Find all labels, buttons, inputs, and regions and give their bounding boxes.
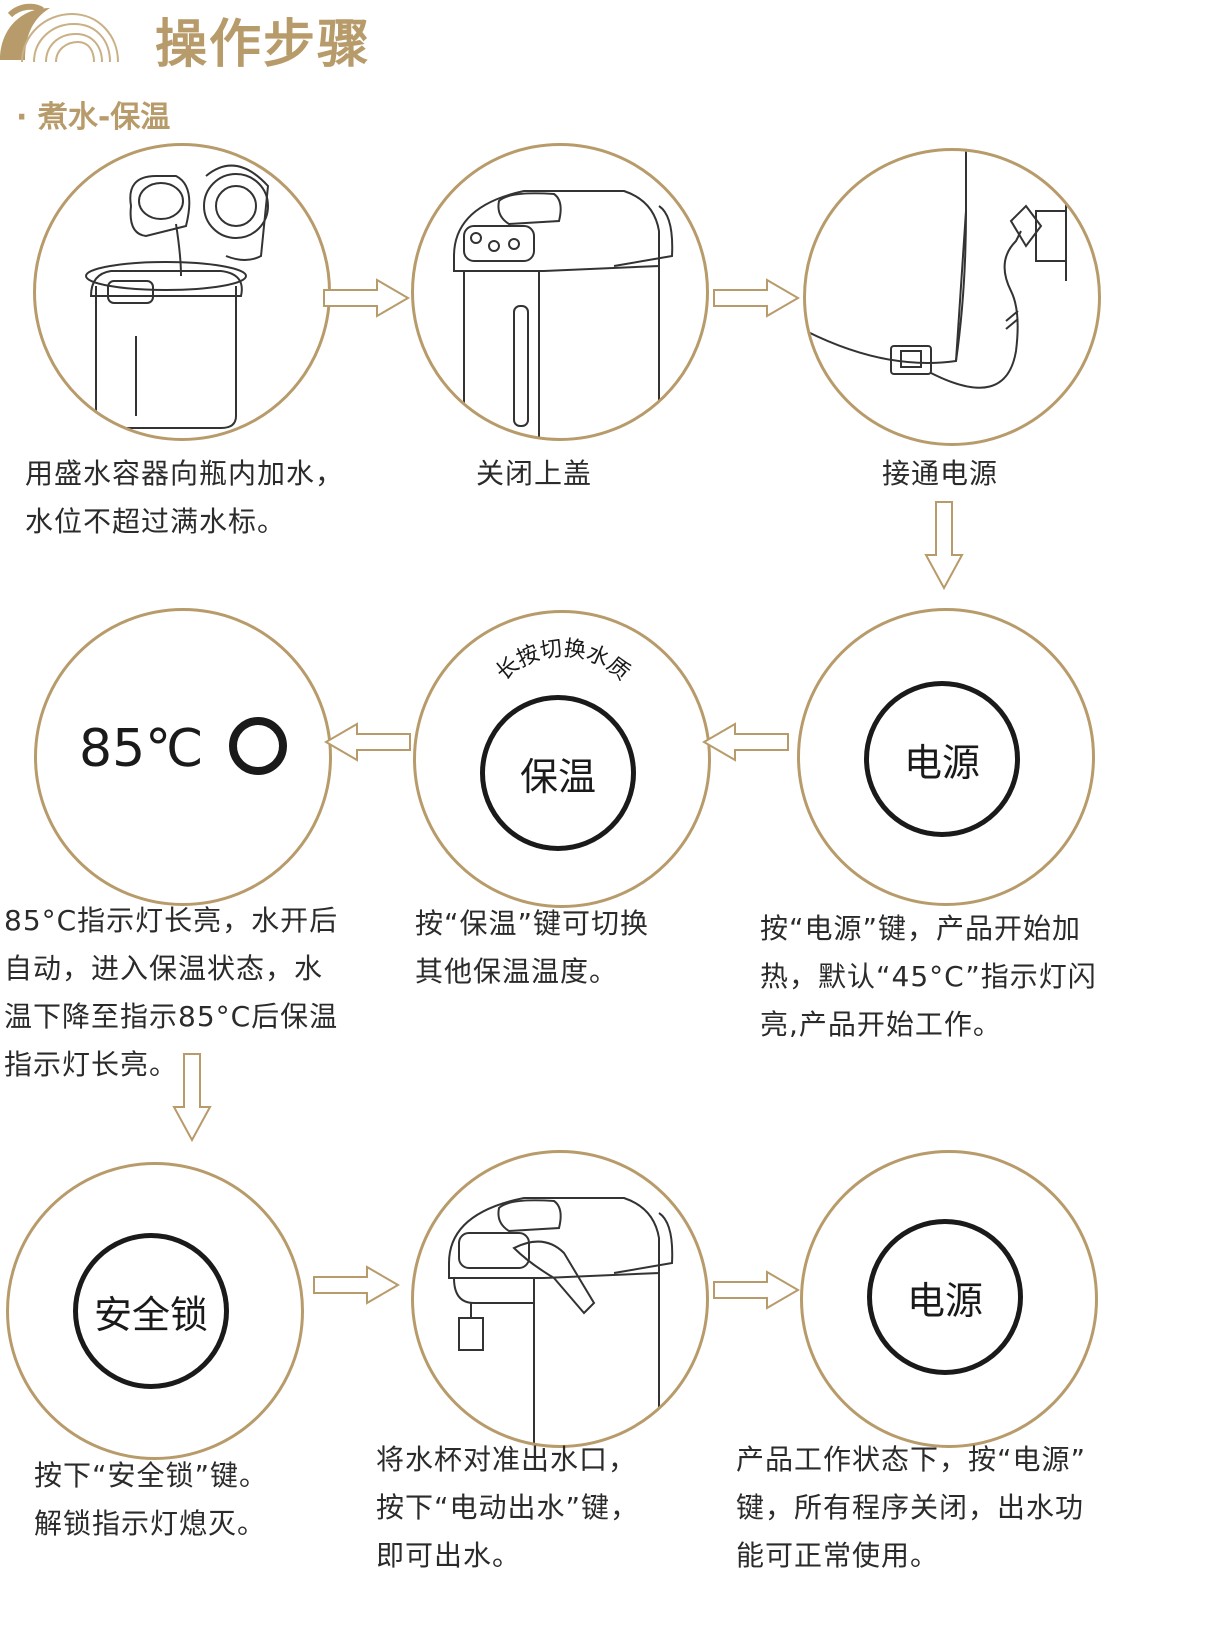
pot-filling-icon bbox=[85, 164, 270, 429]
step-8-caption: 将水杯对准出水口， 按下“电动出水”键， 即可出水。 bbox=[376, 1436, 639, 1580]
caption-line: 85°C指示灯长亮，水开后 bbox=[4, 904, 339, 937]
power-plug-icon bbox=[806, 151, 1067, 389]
caption-line: 按下“安全锁”键。 bbox=[34, 1459, 269, 1492]
brand-logo-icon bbox=[0, 3, 119, 63]
power-button[interactable]: 电源 bbox=[864, 681, 1020, 837]
indicator-light-icon bbox=[229, 717, 287, 775]
caption-line: 按下“电动出水”键， bbox=[376, 1491, 640, 1524]
caption-line: 产品工作状态下，按“电源” bbox=[736, 1443, 1087, 1476]
caption-line: 用盛水容器向瓶内加水， bbox=[25, 457, 345, 490]
caption-line: 按“电源”键，产品开始加 bbox=[760, 912, 1082, 945]
caption-line: 能可正常使用。 bbox=[736, 1539, 940, 1572]
step-8-illustration bbox=[411, 1150, 709, 1448]
pot-dispense-icon bbox=[448, 1197, 674, 1445]
arrow-right-icon bbox=[713, 278, 800, 318]
temperature-label: 85℃ bbox=[79, 719, 204, 779]
step-4-caption: 按“电源”键，产品开始加 热，默认“45°C”指示灯闪 亮,产品开始工作。 bbox=[760, 905, 1097, 1049]
arc-label: 长按切换水质 bbox=[492, 636, 635, 685]
step-6-illustration: 85℃ bbox=[34, 608, 332, 906]
step-5-caption: 按“保温”键可切换 其他保温温度。 bbox=[415, 900, 649, 996]
step-9-caption: 产品工作状态下，按“电源” 键，所有程序关闭，出水功 能可正常使用。 bbox=[736, 1436, 1086, 1580]
step-1-caption: 用盛水容器向瓶内加水， 水位不超过满水标。 bbox=[25, 450, 344, 546]
step-7-caption: 按下“安全锁”键。 解锁指示灯熄灭。 bbox=[34, 1452, 268, 1548]
safety-lock-button[interactable]: 安全锁 bbox=[73, 1233, 229, 1389]
section-subtitle: · 煮水-保温 bbox=[16, 100, 171, 135]
arc-text: 长按切换水质 bbox=[492, 636, 635, 685]
arrow-down-icon bbox=[924, 501, 964, 591]
caption-line: 自动，进入保温状态，水 bbox=[4, 952, 324, 985]
pot-closed-icon bbox=[453, 190, 674, 438]
arrow-down-icon bbox=[172, 1053, 212, 1143]
caption-line: 其他保温温度。 bbox=[415, 955, 619, 988]
page-title: 操作步骤 bbox=[155, 15, 372, 75]
caption-line: 热，默认“45°C”指示灯闪 bbox=[760, 960, 1097, 993]
caption-line: 亮,产品开始工作。 bbox=[760, 1008, 1002, 1041]
keep-warm-button[interactable]: 保温 bbox=[480, 695, 636, 851]
step-3-illustration bbox=[803, 148, 1101, 446]
arrow-right-icon bbox=[713, 1270, 800, 1310]
caption-line: 关闭上盖 bbox=[476, 457, 593, 490]
arrow-right-icon bbox=[323, 278, 410, 318]
caption-line: 键，所有程序关闭，出水功 bbox=[736, 1491, 1085, 1524]
step-2-caption: 关闭上盖 bbox=[476, 450, 592, 498]
caption-line: 解锁指示灯熄灭。 bbox=[34, 1507, 267, 1540]
caption-line: 指示灯长亮。 bbox=[4, 1048, 179, 1081]
step-9-illustration: 电源 bbox=[800, 1150, 1098, 1448]
caption-line: 即可出水。 bbox=[376, 1539, 522, 1572]
step-3-caption: 接通电源 bbox=[882, 450, 998, 498]
power-button[interactable]: 电源 bbox=[867, 1219, 1023, 1375]
arrow-left-icon bbox=[324, 722, 411, 762]
arrow-left-icon bbox=[702, 722, 789, 762]
caption-line: 水位不超过满水标。 bbox=[25, 505, 287, 538]
arrow-right-icon bbox=[313, 1265, 400, 1305]
caption-line: 按“保温”键可切换 bbox=[415, 907, 650, 940]
step-5-illustration: 长按切换水质 保温 bbox=[413, 610, 711, 908]
step-4-illustration: 电源 bbox=[797, 608, 1095, 906]
step-2-illustration bbox=[411, 143, 709, 441]
caption-line: 接通电源 bbox=[882, 457, 999, 490]
caption-line: 将水杯对准出水口， bbox=[376, 1443, 638, 1476]
step-7-illustration: 安全锁 bbox=[6, 1162, 304, 1460]
step-1-illustration bbox=[33, 143, 331, 441]
svg-text:长按切换水质: 长按切换水质 bbox=[492, 636, 635, 685]
caption-line: 温下降至指示85°C后保温 bbox=[4, 1000, 339, 1033]
step-6-caption: 85°C指示灯长亮，水开后 自动，进入保温状态，水 温下降至指示85°C后保温 … bbox=[4, 897, 338, 1089]
